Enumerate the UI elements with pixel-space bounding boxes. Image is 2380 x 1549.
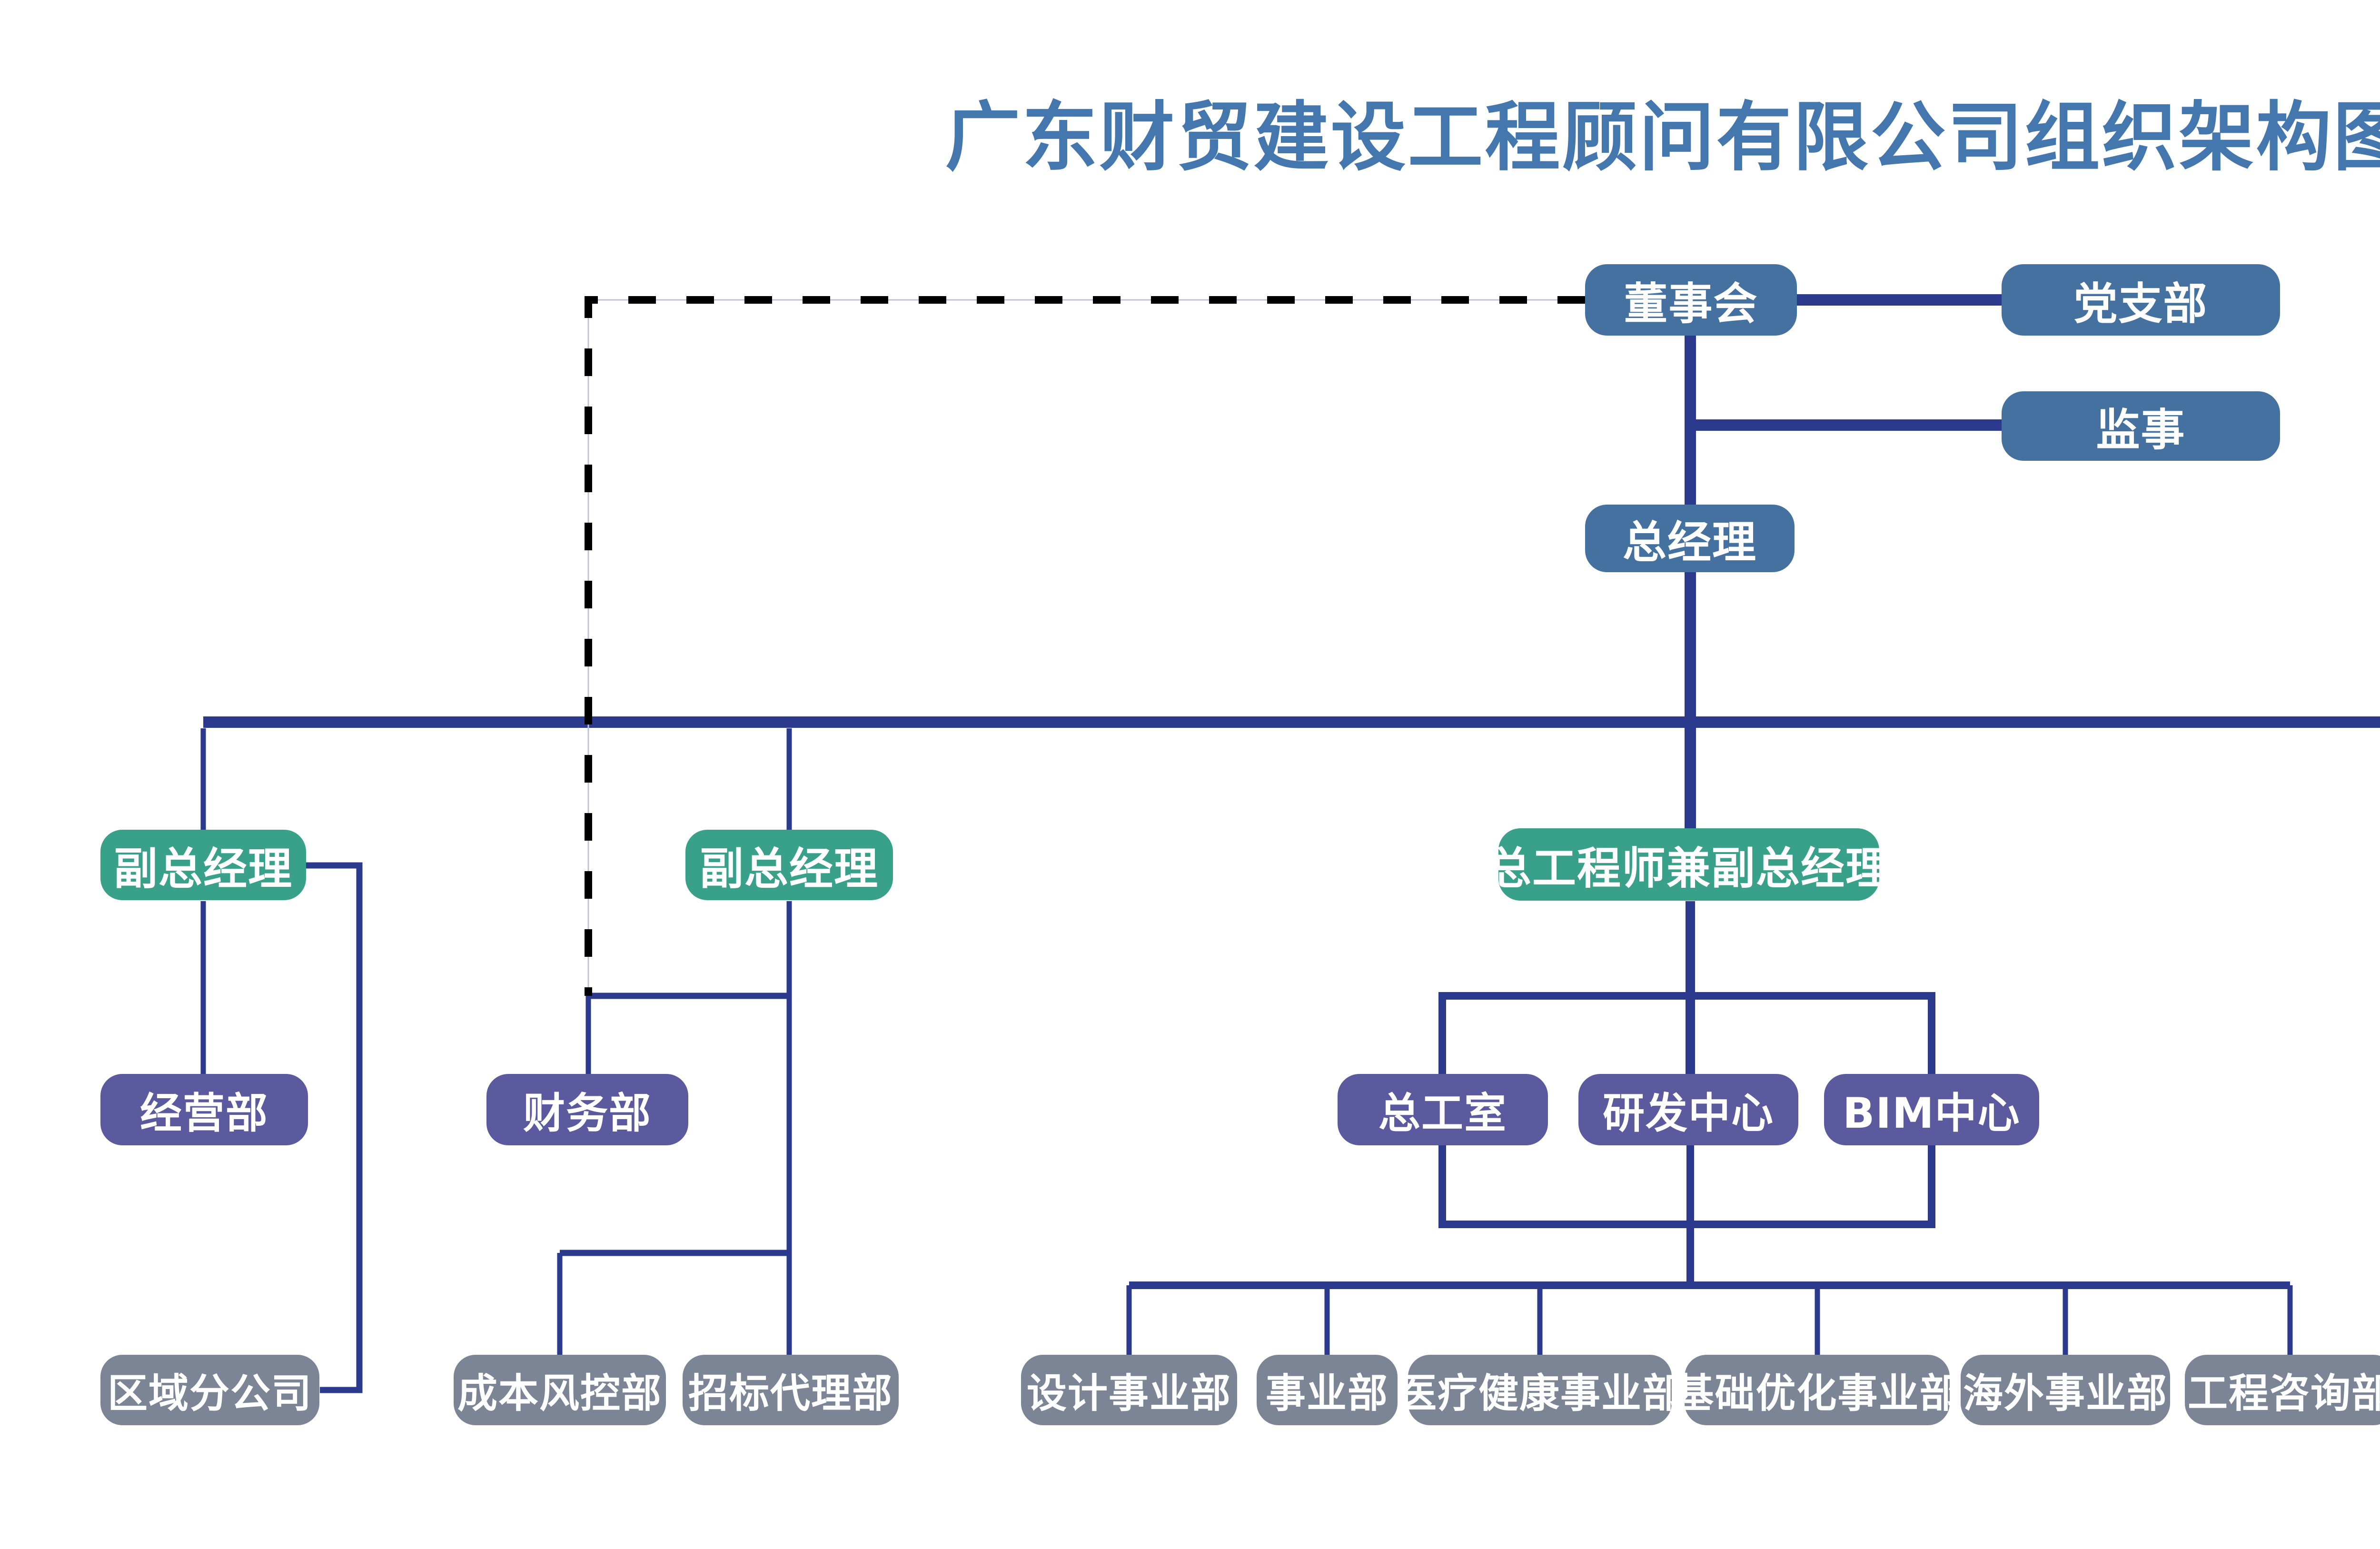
- node-finance-dept: 财务部: [486, 1074, 688, 1145]
- dashed-report-line: [585, 296, 1585, 996]
- node-bidding-agency-dept: 招标代理部: [683, 1355, 899, 1425]
- node-supervisor: 监事: [2002, 391, 2280, 461]
- node-design-division: 设计事业部: [1021, 1355, 1237, 1425]
- node-engineering-consulting-dept: 工程咨询部: [2185, 1355, 2380, 1425]
- node-infrastructure-optimization-division: 基础优化事业部: [1674, 1355, 1960, 1425]
- node-business-operations-dept: 经营部: [100, 1074, 308, 1145]
- node-chief-engineer-office: 总工室: [1338, 1074, 1548, 1145]
- node-cost-risk-control-dept: 成本风控部: [454, 1355, 666, 1425]
- node-business-division: 事业部: [1257, 1355, 1398, 1425]
- node-medical-health-division: 医疗健康事业部: [1397, 1355, 1682, 1425]
- page-title: 广东财贸建设工程顾问有限公司组织架构图: [945, 94, 2380, 181]
- node-deputy-gm-1: 副总经理: [100, 830, 306, 900]
- node-board-of-directors: 董事会: [1585, 264, 1797, 336]
- node-general-manager: 总经理: [1585, 505, 1795, 572]
- node-deputy-gm-2: 副总经理: [685, 830, 893, 900]
- node-overseas-division: 海外事业部: [1961, 1355, 2170, 1425]
- node-regional-branch: 区域分公司: [100, 1355, 319, 1425]
- node-party-branch: 党支部: [2002, 264, 2280, 336]
- node-rd-center: 研发中心: [1578, 1074, 1798, 1145]
- edge-chief-upper-bar: [1438, 992, 1935, 1074]
- node-chief-engineer-deputy-gm: 总工程师兼副总经理: [1488, 828, 1889, 901]
- edge-dgm1-regional: [306, 862, 363, 1393]
- node-bim-center: BIM中心: [1824, 1074, 2039, 1145]
